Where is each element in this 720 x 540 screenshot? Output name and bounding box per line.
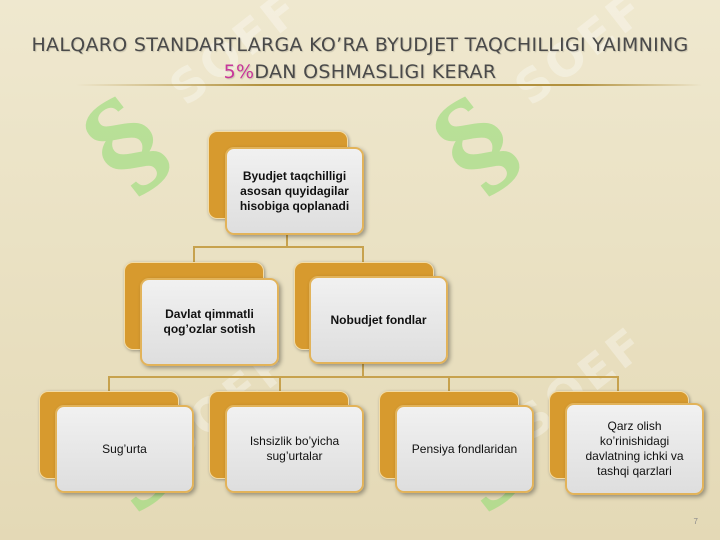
node-root-label: Byudjet taqchilligi asosan quyidagilar h… [225, 147, 364, 235]
node-sugurta-label: Sug’urta [55, 405, 194, 493]
connector-left-drop [193, 246, 195, 262]
node-pensiya-label: Pensiya fondlaridan [395, 405, 534, 493]
connector-level3-bar [108, 376, 619, 378]
slide-title: HALQARO STANDARTLARGA KO’RA BYUDJET TAQC… [0, 32, 720, 86]
node-nobudjet-label: Nobudjet fondlar [309, 276, 448, 364]
connector-nobudjet-down [362, 361, 364, 377]
slide-number: 7 [693, 517, 698, 526]
watermark-section-sign: § [58, 69, 193, 218]
connector-right-drop [362, 246, 364, 262]
connector-root-down [286, 233, 288, 247]
connector-drop-4 [617, 376, 619, 391]
title-line-2-text: DAN OSHMASLIGI KERAR [254, 61, 497, 83]
title-line-1: HALQARO STANDARTLARGA KO’RA BYUDJET TAQC… [31, 34, 689, 56]
title-underline [76, 84, 702, 86]
title-line-2: 5%DAN OSHMASLIGI KERAR [0, 59, 720, 86]
connector-level2-bar [193, 246, 364, 248]
node-davlat-label: Davlat qimmatli qog’ozlar sotish [140, 278, 279, 366]
watermark-section-sign: § [408, 69, 543, 218]
node-qarz-label: Qarz olish ko’rinishidagi davlatning ich… [565, 403, 704, 495]
node-ishsizlik-label: Ishsizlik bo’yicha sug’urtalar [225, 405, 364, 493]
connector-drop-1 [108, 376, 110, 391]
title-accent-percent: 5% [223, 61, 255, 83]
connector-drop-3 [448, 376, 450, 391]
connector-drop-2 [279, 376, 281, 391]
